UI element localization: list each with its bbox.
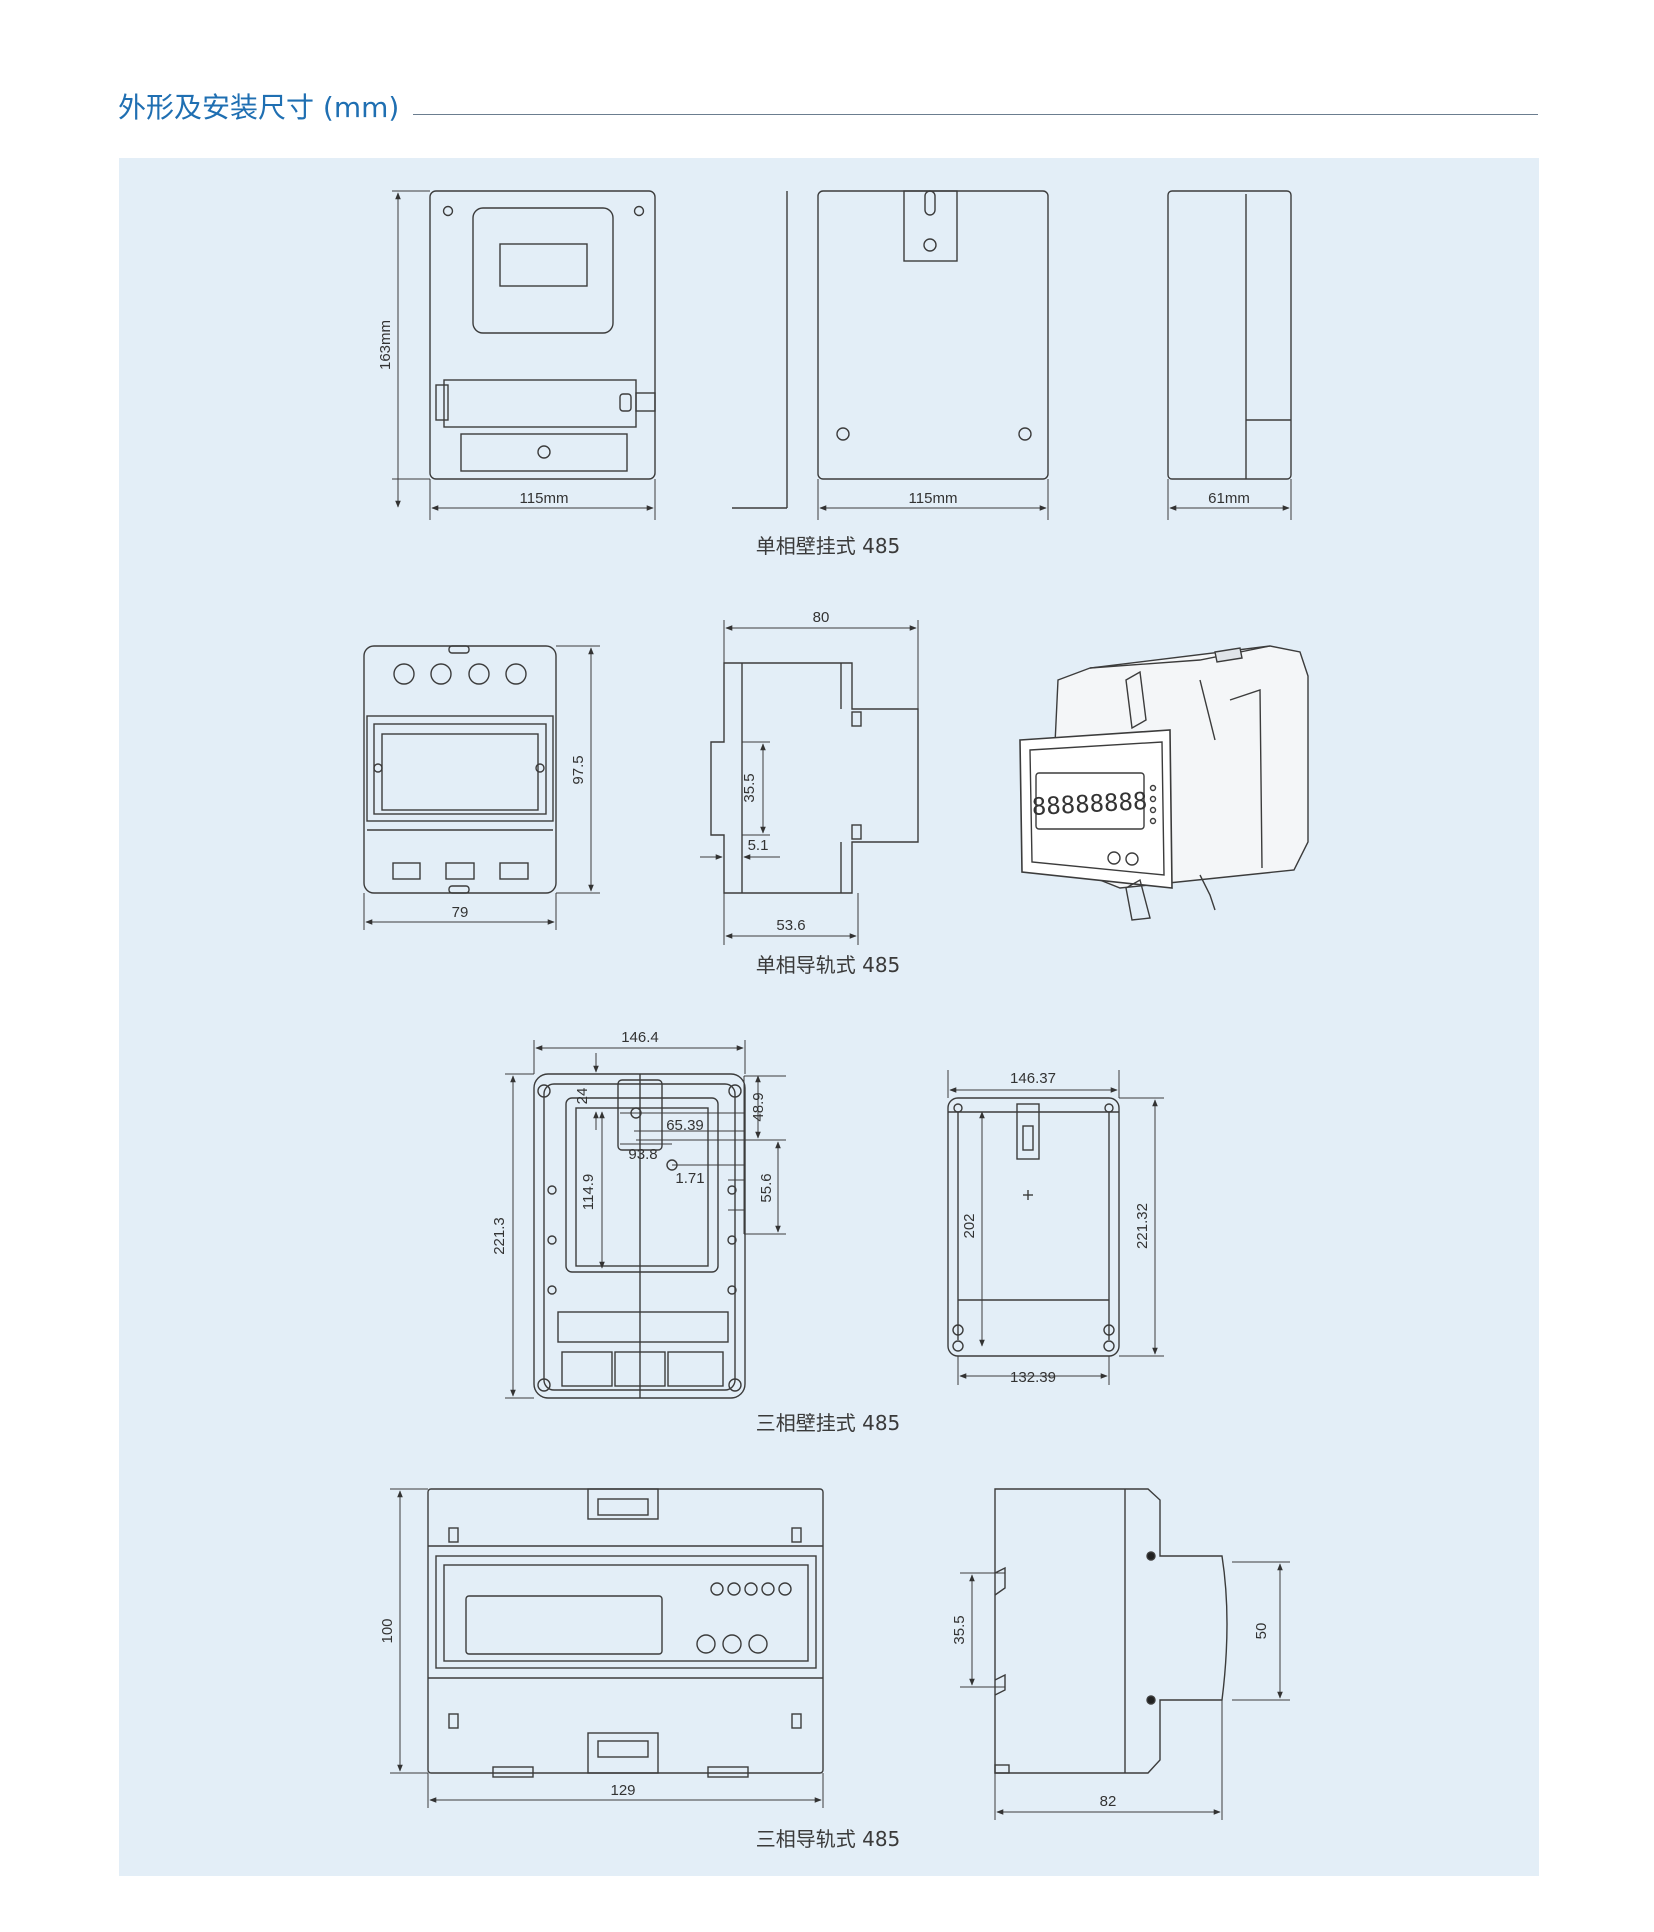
three-rail-side-depth-dimension (994, 1700, 1223, 1820)
tw-d489-label: 48.9 (750, 1092, 767, 1121)
three-wall-back-height-dimensions (979, 1097, 1164, 1357)
single-wall-back-width-dimension (817, 479, 1049, 520)
sw-back-width-label: 115mm (909, 490, 958, 507)
single-rail-front-height-dimension (556, 645, 600, 894)
tw-back-width-label: 146.37 (1010, 1070, 1056, 1087)
sr-side-top-label: 80 (813, 609, 830, 626)
three-wall-front-view (533, 1073, 746, 1399)
tr-front-width-label: 129 (610, 1782, 635, 1799)
three-wall-back-bottom-dimension (957, 1356, 1110, 1385)
single-rail-side-top-dimension (723, 620, 919, 709)
sr-side-bottom-label: 53.6 (776, 917, 805, 934)
single-wall-side-depth-dimension (1167, 479, 1292, 520)
tw-d938-label: 93.8 (628, 1146, 657, 1163)
header-divider (413, 114, 1538, 115)
section-title: 外形及安装尺寸 (mm) (118, 91, 400, 124)
three-wall-front-height-dimension (505, 1073, 534, 1399)
single-wall-side-view (1167, 190, 1292, 480)
three-rail-front-height-dimension (390, 1488, 428, 1774)
sr-front-height-label: 97.5 (570, 755, 587, 784)
three-rail-side-rail-dimension (960, 1572, 1005, 1688)
sw-front-width-label: 115mm (520, 490, 569, 507)
three-rail-front-view (427, 1488, 824, 1778)
sr-display-digits: 88888888 (1031, 787, 1148, 821)
sr-side-offset-label: 5.1 (748, 837, 769, 854)
three-rail-side-50-dimension (1232, 1561, 1290, 1701)
tw-d6539-label: 65.39 (666, 1117, 704, 1134)
single-rail-front-view (363, 645, 557, 894)
three-wall-inner-dimensions (593, 1053, 786, 1269)
three-rail-front-width-dimension (427, 1773, 824, 1808)
single-wall-back-view (732, 190, 1049, 509)
sw-side-depth-label: 61mm (1208, 490, 1250, 507)
tw-front-height-label: 221.3 (491, 1217, 508, 1255)
single-wall-caption: 单相壁挂式 485 (756, 534, 901, 558)
tr-side-50-label: 50 (1253, 1623, 1270, 1640)
single-wall-front-width-dimension (429, 479, 656, 520)
tr-front-height-label: 100 (379, 1618, 396, 1643)
single-wall-height-dimension (392, 190, 430, 508)
sw-height-label: 163mm (377, 320, 394, 370)
tw-d556-label: 55.6 (758, 1173, 775, 1202)
single-rail-side-view (710, 662, 919, 894)
single-wall-front-view (429, 190, 656, 480)
tw-back-w13239-label: 132.39 (1010, 1369, 1056, 1386)
tr-side-rail-label: 35.5 (951, 1615, 968, 1644)
three-rail-side-view (994, 1488, 1228, 1774)
section-header: 外形及安装尺寸 (mm) (118, 90, 1538, 140)
single-rail-side-rail-dimension (742, 741, 770, 836)
tw-d1149-label: 114.9 (580, 1174, 597, 1210)
three-rail-caption: 三相导轨式 485 (756, 1827, 901, 1851)
single-rail-side-bottom-dimension (723, 893, 859, 945)
tw-front-width-label: 146.4 (621, 1029, 659, 1046)
three-wall-front-width-dimension (533, 1040, 746, 1074)
tr-side-depth-label: 82 (1100, 1793, 1117, 1810)
three-wall-back-width-dimension (947, 1070, 1120, 1098)
sr-side-rail-label: 35.5 (741, 773, 758, 802)
dimension-panel (119, 158, 1539, 1876)
tw-d171-label: 1.71 (675, 1170, 704, 1187)
single-rail-caption: 单相导轨式 485 (756, 953, 901, 977)
tw-back-h202-label: 202 (961, 1213, 978, 1238)
single-rail-perspective-view (1019, 645, 1309, 921)
tw-back-h22132-label: 221.32 (1134, 1203, 1151, 1249)
three-wall-caption: 三相壁挂式 485 (756, 1411, 901, 1435)
tw-d24-label: 24 (574, 1088, 591, 1105)
sr-front-width-label: 79 (452, 904, 469, 921)
single-rail-front-width-dimension (363, 893, 557, 930)
